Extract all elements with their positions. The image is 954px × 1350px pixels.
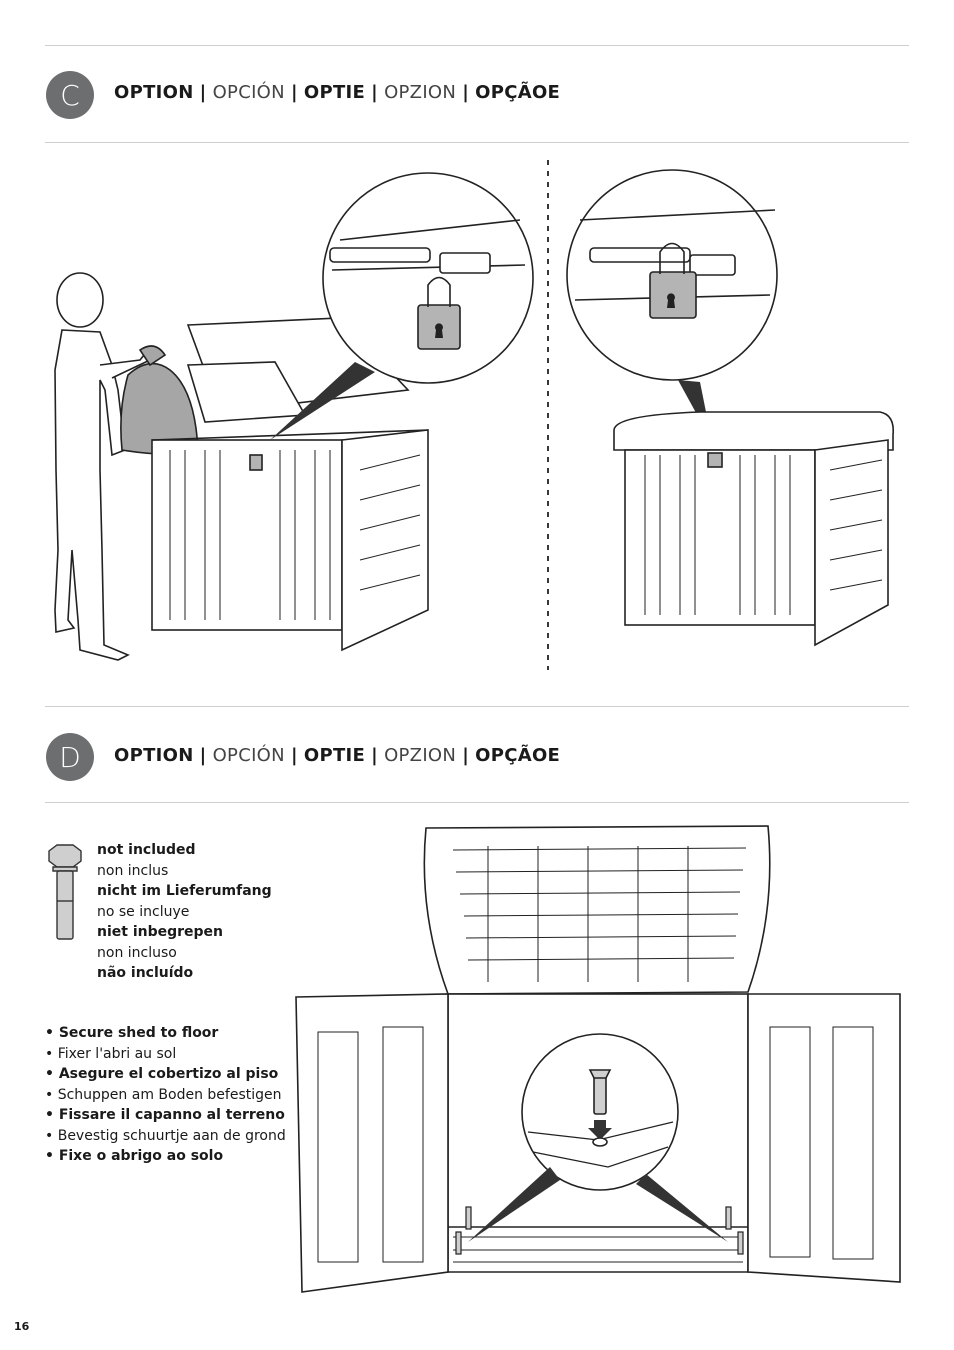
instruction-es: • Asegure el cobertizo al piso	[45, 1066, 279, 1082]
not-included-de: nicht im Lieferumfang	[97, 883, 272, 899]
section-c-rule	[45, 142, 909, 143]
shed-closed-locked	[613, 411, 895, 647]
instruction-nl: • Bevestig schuurtje aan de grond	[45, 1127, 286, 1144]
title-sep: |	[371, 82, 379, 103]
not-included-en: not included	[97, 842, 196, 858]
instruction-it: • Fissare il capanno al terreno	[45, 1107, 285, 1123]
zoom-floor-anchor	[521, 1033, 679, 1191]
title-it: OPZION	[384, 82, 457, 103]
instruction-pt: • Fixe o abrigo ao solo	[45, 1148, 224, 1164]
bolt-icon	[48, 844, 82, 940]
section-c-badge: C	[46, 71, 94, 119]
page-number: 16	[14, 1320, 30, 1333]
not-included-it: non incluso	[97, 944, 177, 961]
zoom-latch-locked	[566, 169, 778, 381]
title-sep: |	[290, 82, 298, 103]
title-nl: OPTIE	[303, 82, 366, 103]
title-en: OPTION	[114, 745, 194, 766]
title-sep: |	[199, 745, 207, 766]
title-sep: |	[371, 745, 379, 766]
title-sep: |	[462, 82, 470, 103]
title-sep: |	[462, 745, 470, 766]
title-it: OPZION	[384, 745, 457, 766]
section-d-top-rule	[45, 706, 909, 707]
section-d-title: OPTION | OPCIÓN | OPTIE | OPZION | OPÇÃO…	[114, 745, 560, 766]
title-en: OPTION	[114, 82, 194, 103]
title-nl: OPTIE	[303, 745, 366, 766]
person-figure	[54, 272, 151, 661]
title-es: OPCIÓN	[212, 745, 285, 766]
not-included-nl: niet inbegrepen	[97, 924, 224, 940]
instruction-en: • Secure shed to floor	[45, 1025, 219, 1041]
not-included-pt: não incluído	[97, 965, 194, 981]
shed-floor-illustration	[295, 825, 901, 1293]
top-rule	[45, 45, 909, 46]
instruction-de: • Schuppen am Boden befestigen	[45, 1086, 282, 1103]
title-es: OPCIÓN	[212, 82, 285, 103]
section-d-rule	[45, 802, 909, 803]
not-included-fr: non inclus	[97, 862, 169, 879]
title-pt: OPÇÃOE	[475, 745, 561, 766]
title-sep: |	[199, 82, 207, 103]
section-c-illustration	[54, 160, 895, 670]
not-included-es: no se incluye	[97, 903, 190, 920]
title-sep: |	[290, 745, 298, 766]
title-pt: OPÇÃOE	[475, 82, 561, 103]
section-c-title: OPTION | OPCIÓN | OPTIE | OPZION | OPÇÃO…	[114, 82, 560, 103]
instruction-fr: • Fixer l'abri au sol	[45, 1045, 177, 1062]
zoom-latch-open	[322, 172, 534, 384]
not-included-list: not included non inclus nicht im Lieferu…	[97, 840, 272, 984]
section-d-badge: D	[46, 733, 94, 781]
instructions-list: • Secure shed to floor • Fixer l'abri au…	[45, 1023, 286, 1167]
